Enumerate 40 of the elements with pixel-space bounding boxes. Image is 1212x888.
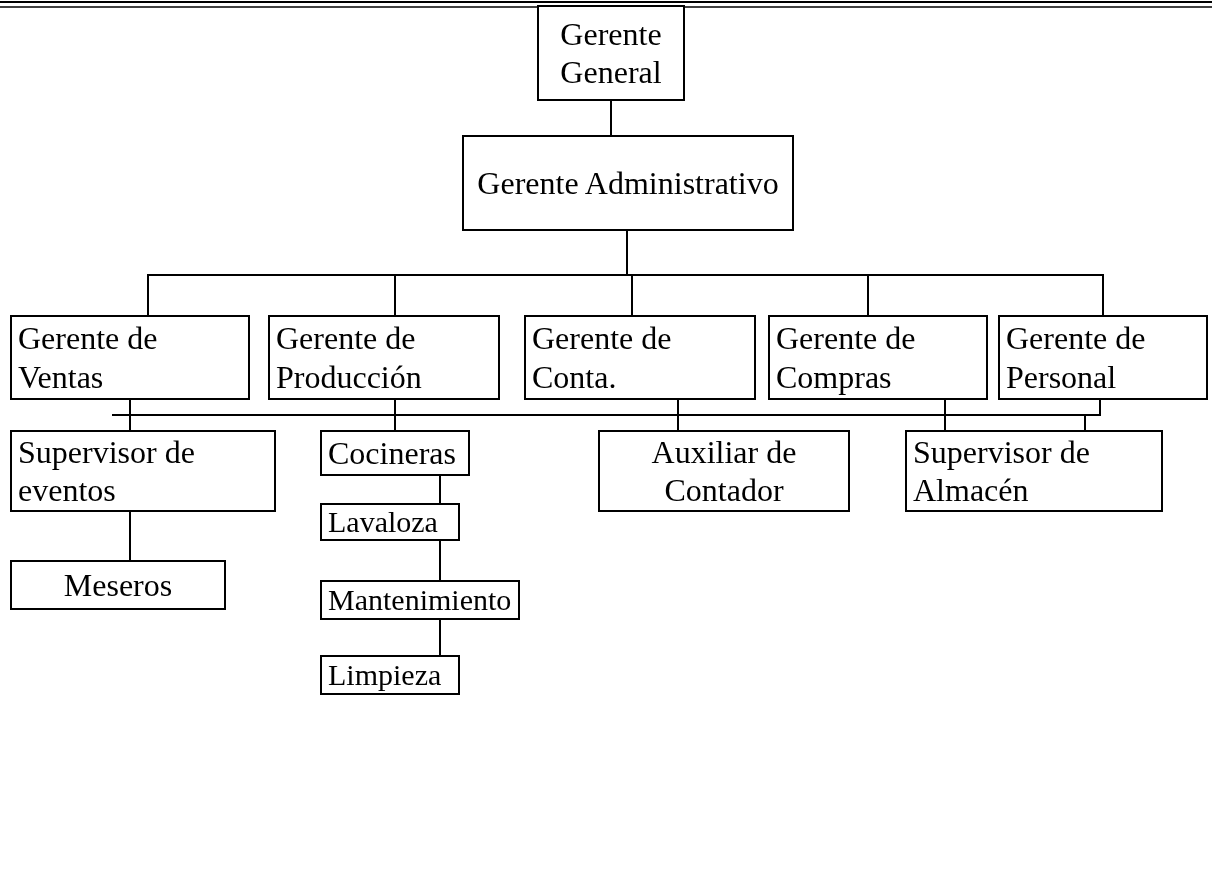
- connector-line: [439, 475, 441, 504]
- org-box: [320, 655, 460, 695]
- org-box: [537, 5, 685, 101]
- connector-line: [129, 399, 131, 431]
- connector-line: [129, 511, 131, 561]
- org-box: [524, 315, 756, 400]
- role-label: Lavaloza: [328, 504, 439, 540]
- role-label: Supervisor de eventos: [18, 432, 196, 510]
- role-label: Limpieza: [328, 657, 443, 693]
- role-label: Gerente de Ventas: [18, 319, 159, 396]
- org-box: [905, 430, 1163, 512]
- role-label: Meseros: [62, 565, 174, 605]
- connector-line: [394, 399, 396, 431]
- org-box: [10, 430, 276, 512]
- org-box: [320, 503, 460, 541]
- org-box: [598, 430, 850, 512]
- org-box: [320, 580, 520, 620]
- connector-line: [439, 540, 441, 581]
- connector-line: [944, 399, 946, 431]
- role-label: Gerente de Personal: [1006, 319, 1147, 396]
- role-label: Gerente de Compras: [776, 319, 917, 396]
- org-box: [268, 315, 500, 400]
- org-box: [768, 315, 988, 400]
- role-label: Cocineras: [328, 433, 457, 473]
- org-box: [998, 315, 1208, 400]
- connector-line: [677, 399, 679, 431]
- role-label: Gerente General: [559, 14, 663, 92]
- connector-line: [610, 100, 612, 136]
- role-label: Gerente de Conta.: [532, 319, 673, 396]
- connector-line: [439, 619, 441, 656]
- org-box: [10, 315, 250, 400]
- role-label: Auxiliar de Contador: [650, 432, 798, 510]
- role-label: Gerente de Producción: [276, 319, 423, 396]
- role-label: Gerente Administrativo: [476, 163, 780, 203]
- org-box: [320, 430, 470, 476]
- org-box: [462, 135, 794, 231]
- org-box: [10, 560, 226, 610]
- role-label: Supervisor de Almacén: [913, 432, 1091, 510]
- role-label: Mantenimiento: [328, 582, 512, 618]
- connector-line: [1084, 399, 1101, 431]
